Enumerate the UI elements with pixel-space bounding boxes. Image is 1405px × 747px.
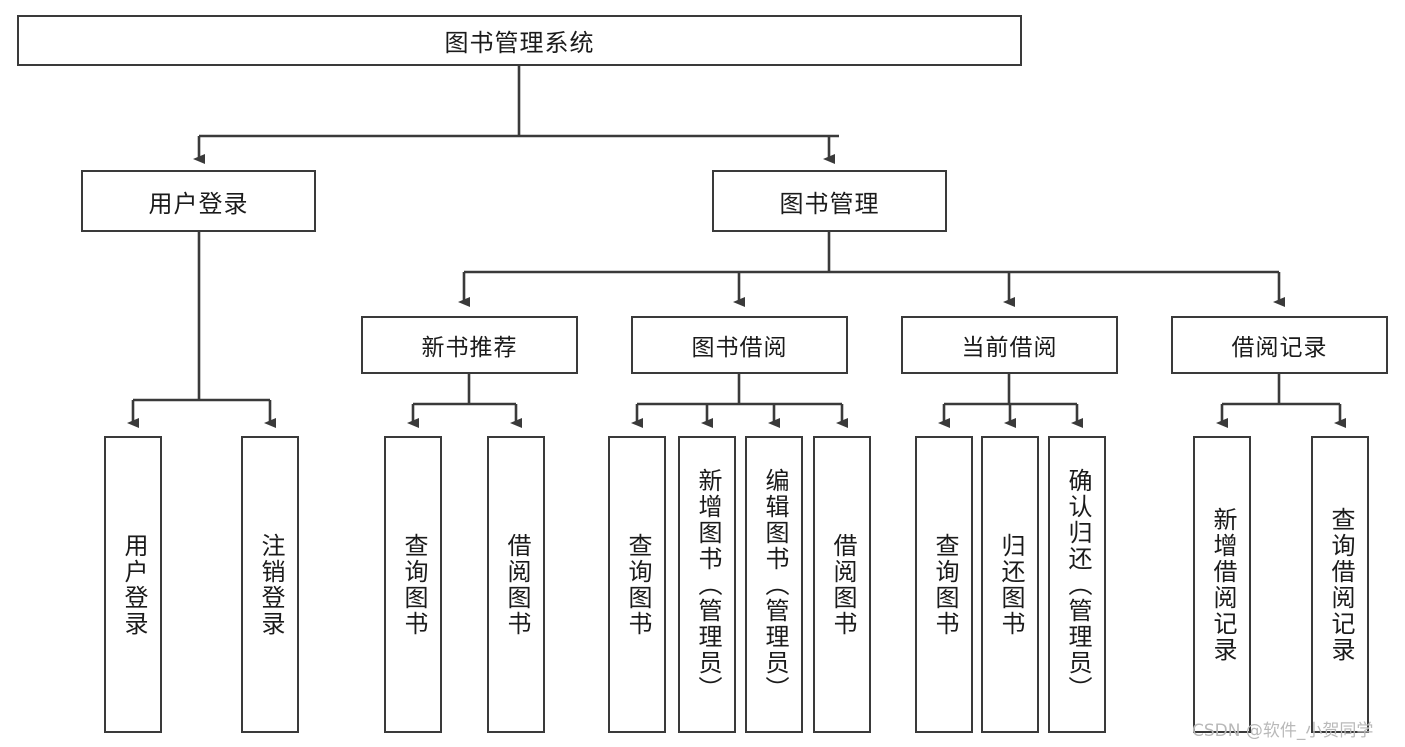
node-root-book-management-system[interactable]: 图书管理系统 (17, 15, 1022, 66)
leaf-confirm-return-admin[interactable]: 确认归还（管理员） (1048, 436, 1106, 733)
node-label: 新书推荐 (421, 335, 518, 361)
node-label: 用户登录 (119, 532, 148, 637)
leaf-borrow-book-recommendation[interactable]: 借阅图书 (487, 436, 545, 733)
node-label: 归还图书 (996, 532, 1025, 637)
node-new-book-recommendation[interactable]: 新书推荐 (361, 316, 578, 374)
leaf-edit-book-admin[interactable]: 编辑图书（管理员） (745, 436, 803, 733)
node-current-borrow[interactable]: 当前借阅 (901, 316, 1118, 374)
node-label: 图书借阅 (691, 335, 788, 361)
node-label: 借阅图书 (828, 532, 857, 637)
node-borrow-record[interactable]: 借阅记录 (1171, 316, 1388, 374)
leaf-logout-login[interactable]: 注销登录 (241, 436, 299, 733)
node-label: 查询图书 (623, 532, 652, 637)
node-label: 图书管理系统 (444, 29, 595, 57)
node-label: 查询图书 (930, 532, 959, 637)
leaf-return-book[interactable]: 归还图书 (981, 436, 1039, 733)
node-label: 借阅记录 (1231, 335, 1328, 361)
leaf-add-borrow-record[interactable]: 新增借阅记录 (1193, 436, 1251, 733)
leaf-query-borrow-record[interactable]: 查询借阅记录 (1311, 436, 1369, 733)
node-label: 确认归还（管理员） (1063, 467, 1092, 702)
node-label: 编辑图书（管理员） (760, 467, 789, 702)
leaf-borrow-book[interactable]: 借阅图书 (813, 436, 871, 733)
leaf-query-book-borrow[interactable]: 查询图书 (608, 436, 666, 733)
node-label: 注销登录 (256, 532, 285, 637)
node-label: 借阅图书 (502, 532, 531, 637)
csdn-watermark: CSDN @软件_小贺同学 (1192, 721, 1374, 741)
node-user-login[interactable]: 用户登录 (81, 170, 316, 232)
node-book-borrow[interactable]: 图书借阅 (631, 316, 848, 374)
node-label: 当前借阅 (961, 335, 1058, 361)
leaf-query-book-recommendation[interactable]: 查询图书 (384, 436, 442, 733)
leaf-add-book-admin[interactable]: 新增图书（管理员） (678, 436, 736, 733)
node-book-management[interactable]: 图书管理 (712, 170, 947, 232)
node-label: 查询借阅记录 (1326, 506, 1355, 663)
node-label: 新增图书（管理员） (693, 467, 722, 702)
node-label: 新增借阅记录 (1208, 506, 1237, 663)
node-label: 用户登录 (148, 189, 249, 218)
node-label: 查询图书 (399, 532, 428, 637)
leaf-user-login[interactable]: 用户登录 (104, 436, 162, 733)
node-label: 图书管理 (779, 189, 880, 218)
leaf-query-book-current[interactable]: 查询图书 (915, 436, 973, 733)
